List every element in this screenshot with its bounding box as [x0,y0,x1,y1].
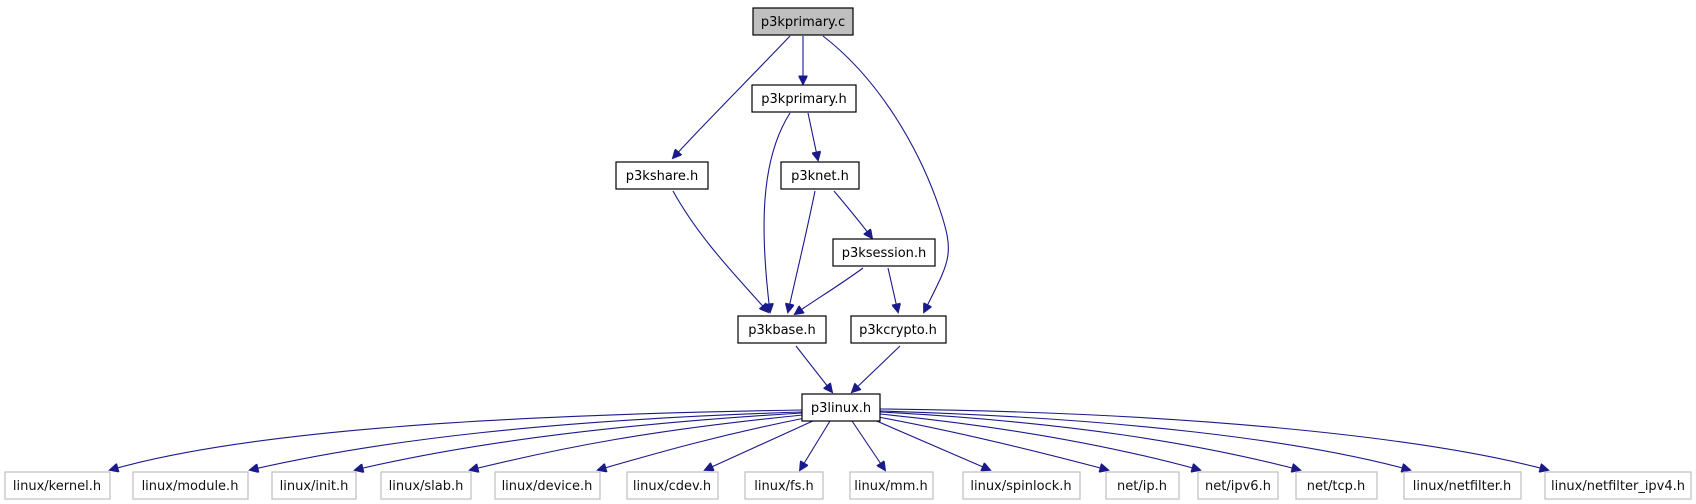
edge-primary-c-to-crypto-h [822,35,949,312]
edge-primary-h-to-base-h [763,112,791,312]
node-label: net/tcp.h [1307,479,1366,494]
node-linux-cdev-h[interactable]: linux/cdev.h [626,471,719,500]
edge-linux-h-to-init-h [355,412,803,470]
edge-linux-h-to-netfilter-h [879,410,1410,470]
edge-linux-h-to-ip-h [877,416,1108,470]
node-p3kprimary-c[interactable]: p3kprimary.c [752,7,854,36]
edge-linux-h-to-device-h [598,417,806,470]
edge-linux-h-to-kernel-h [110,409,803,470]
node-label: linux/netfilter.h [1413,479,1512,494]
node-linux-kernel-h[interactable]: linux/kernel.h [4,471,111,500]
node-label: p3ksession.h [842,246,927,261]
node-label: p3kprimary.h [761,92,846,107]
node-linux-fs-h[interactable]: linux/fs.h [744,471,824,500]
node-linux-spinlock-h[interactable]: linux/spinlock.h [962,471,1081,500]
node-p3kbase-h[interactable]: p3kbase.h [737,315,827,344]
edge-net-h-to-base-h [788,190,816,312]
edge-session-h-to-crypto-h [887,267,898,312]
node-p3knet-h[interactable]: p3knet.h [780,161,860,190]
edge-crypto-h-to-linux-h [852,345,901,392]
edge-primary-c-to-share-h [673,35,791,158]
node-linux-device-h[interactable]: linux/device.h [494,471,601,500]
edges [110,35,1548,470]
edge-linux-h-to-fs-h [800,420,831,470]
node-label: linux/netfilter_ipv4.h [1551,479,1685,494]
edge-base-h-to-linux-h [795,345,832,392]
edge-primary-h-to-net-h [807,112,818,160]
node-label: linux/module.h [142,479,239,494]
node-label: linux/fs.h [754,479,814,494]
node-p3linux-h[interactable]: p3linux.h [801,393,881,422]
node-p3kprimary-h[interactable]: p3kprimary.h [751,84,857,113]
node-linux-slab-h[interactable]: linux/slab.h [380,471,472,500]
node-label: p3kshare.h [626,169,698,184]
edge-linux-h-to-mm-h [851,420,885,470]
edge-linux-h-to-spinlock-h [871,418,990,470]
node-net-ipv6-h[interactable]: net/ipv6.h [1197,471,1279,500]
edge-linux-h-to-cdev-h [705,419,816,470]
node-label: net/ip.h [1117,479,1167,494]
edge-linux-h-to-slab-h [470,414,804,470]
edge-linux-h-to-ipv6-h [879,413,1200,470]
node-net-ip-h[interactable]: net/ip.h [1105,471,1180,500]
node-label: p3knet.h [791,169,849,184]
edge-linux-h-to-netfilter-ipv4-h [879,408,1548,470]
node-p3ksession-h[interactable]: p3ksession.h [832,238,936,267]
node-label: p3kprimary.c [761,15,845,30]
edge-net-h-to-session-h [833,190,872,238]
node-label: linux/spinlock.h [970,479,1071,494]
node-label: p3linux.h [811,401,871,416]
edge-share-h-to-base-h [672,190,768,312]
node-linux-netfilter-h[interactable]: linux/netfilter.h [1403,471,1522,500]
node-label: p3kcrypto.h [859,323,937,338]
node-linux-module-h[interactable]: linux/module.h [132,471,249,500]
node-label: linux/kernel.h [13,479,101,494]
node-linux-init-h[interactable]: linux/init.h [271,471,357,500]
node-label: linux/device.h [502,479,593,494]
node-p3kcrypto-h[interactable]: p3kcrypto.h [850,315,947,344]
node-label: linux/cdev.h [633,479,711,494]
node-p3kshare-h[interactable]: p3kshare.h [615,161,709,190]
node-label: linux/mm.h [854,479,927,494]
edge-linux-h-to-module-h [250,411,803,470]
node-net-tcp-h[interactable]: net/tcp.h [1295,471,1378,500]
node-linux-mm-h[interactable]: linux/mm.h [849,471,934,500]
node-linux-netfilter-ipv4-h[interactable]: linux/netfilter_ipv4.h [1544,471,1692,500]
node-label: p3kbase.h [748,323,815,338]
node-label: linux/slab.h [389,479,464,494]
node-label: net/ipv6.h [1205,479,1271,494]
edge-session-h-to-base-h [795,267,864,314]
edge-linux-h-to-tcp-h [879,411,1300,470]
node-label: linux/init.h [280,479,349,494]
